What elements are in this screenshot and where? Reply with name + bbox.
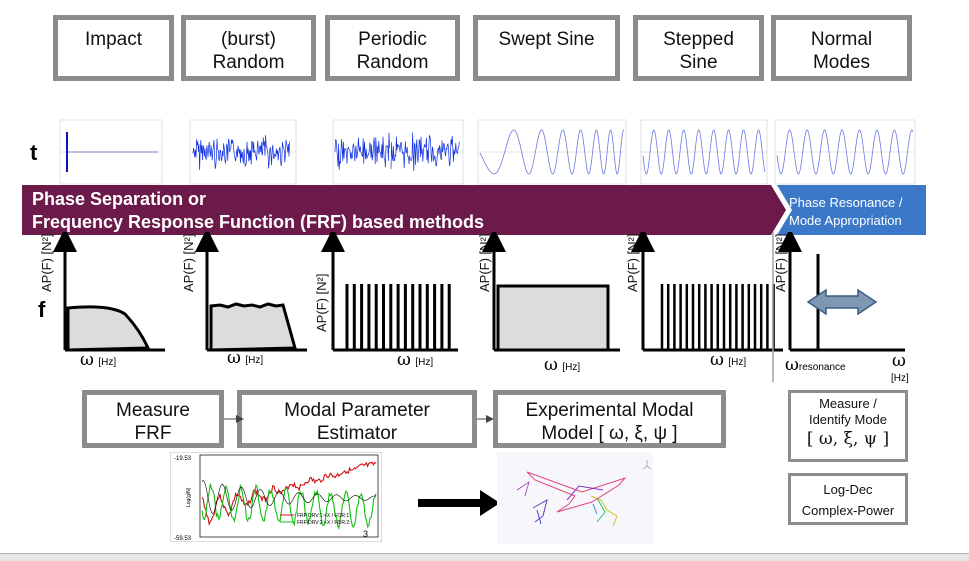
stepped-sine-signal <box>642 129 766 175</box>
excitation-label: Normal <box>810 29 873 50</box>
excitation-label: Random <box>356 52 429 73</box>
double-arrow-icon <box>806 288 878 316</box>
y-axis-label: AP(F) [N²] <box>314 273 329 333</box>
periodic-lines <box>345 284 451 350</box>
normal-mode-signal <box>776 129 914 175</box>
time-signals <box>59 119 916 185</box>
excitation-stepped-sine: Stepped Sine <box>633 15 764 81</box>
x-axis-label: ω [Hz] <box>227 348 264 368</box>
excitation-label: Modes <box>812 52 871 73</box>
box-label: Complex-Power <box>801 503 895 518</box>
box-label: Experimental Modal <box>525 400 694 421</box>
box-label: Identify Mode <box>808 412 888 427</box>
frf-curve-green <box>201 483 377 531</box>
identify-mode-box: Measure / Identify Mode [ ω, ξ, ψ ] <box>788 390 908 462</box>
excitation-label: Swept Sine <box>498 29 595 50</box>
method-banner <box>22 185 926 235</box>
periodic-random-signal-1 <box>334 132 390 170</box>
frf-y-bottom: -59.53 <box>174 536 192 542</box>
x-axis-label: ω [Hz] <box>397 350 434 370</box>
time-row-label: t <box>30 140 38 165</box>
y-axis-label: AP(F) [N²] <box>625 233 640 293</box>
wing-shape <box>526 471 627 513</box>
excitation-label: Stepped <box>663 29 734 50</box>
tail-shape <box>532 498 548 523</box>
arrow-icon <box>236 415 244 423</box>
excitation-periodic-random: Periodic Random <box>325 15 460 81</box>
frf-fit-black <box>201 479 377 515</box>
arrow-icon <box>486 415 494 423</box>
bottom-strip <box>0 553 969 561</box>
box-label: [ ω, ξ, ψ ] <box>806 429 890 449</box>
frf-y-label: Log(g/N) <box>186 487 192 507</box>
swept-sine-signal <box>479 129 625 175</box>
log-dec-box: Log-Dec Complex-Power <box>788 473 908 525</box>
modal-parameter-estimator-box: Modal Parameter Estimator <box>237 390 477 448</box>
swept-spectrum <box>496 284 610 352</box>
experimental-modal-model-box: Experimental Modal Model [ ω, ξ, ψ ] <box>493 390 726 448</box>
banner-line2: Frequency Response Function (FRF) based … <box>32 212 485 232</box>
banner-right-line1: Phase Resonance / <box>789 195 903 210</box>
phase-separation-band <box>22 185 786 235</box>
impact-spectrum <box>66 305 151 352</box>
excitation-label: (burst) <box>221 29 276 50</box>
excitation-normal-modes: Normal Modes <box>771 15 912 81</box>
banner-line1: Phase Separation or <box>32 189 207 209</box>
random-spectrum <box>209 302 297 352</box>
x-axis-label: ω [Hz] <box>710 350 747 370</box>
periodic-random-signal-2 <box>390 132 460 172</box>
excitation-swept-sine: Swept Sine <box>473 15 620 81</box>
x-axis-label-resonance: ωresonance <box>785 355 846 375</box>
process-arrows <box>224 415 494 423</box>
box-label: Modal Parameter <box>284 400 430 421</box>
box-label: Measure / <box>819 396 877 411</box>
mode-shape-view <box>497 452 653 544</box>
box-label: Measure <box>116 400 190 421</box>
excitation-label: Random <box>212 52 285 73</box>
x-axis-unit: [Hz] <box>891 373 909 384</box>
frf-legend-1: FRF DRV:1:+X / FOR:1: <box>297 513 350 519</box>
frf-y-top: -19.53 <box>174 456 192 462</box>
frf-corner-number: 3 <box>363 529 368 539</box>
excitation-burst-random: (burst) Random <box>181 15 316 81</box>
random-signal <box>192 135 290 171</box>
excitation-label: Sine <box>679 52 718 73</box>
x-axis-label: ω <box>892 351 906 371</box>
y-axis-label: AP(F) [N²] <box>773 233 788 293</box>
excitation-impact: Impact <box>53 15 174 81</box>
stepped-lines <box>660 284 775 350</box>
y-axis-label: AP(F) [N²] <box>477 233 492 293</box>
x-axis-label: ω [Hz] <box>80 350 117 370</box>
frequency-row-label: f <box>38 297 46 322</box>
spectrum-plots <box>53 232 905 382</box>
measure-frf-box: Measure FRF <box>82 390 224 448</box>
excitation-label: Periodic <box>358 29 427 50</box>
x-axis-label: ω [Hz] <box>544 355 581 375</box>
box-label: Estimator <box>316 423 398 444</box>
frf-plot: -19.53 -59.53 Log(g/N) FRF DRV:1:+X / FO… <box>170 452 382 542</box>
y-axis-label: AP(F) [N²] <box>181 233 196 293</box>
frf-legend-2: FRF DRV:2:+X / FOR:2: <box>297 520 350 526</box>
banner-right-line2: Mode Appropriation <box>789 213 902 228</box>
box-label: FRF <box>134 423 172 444</box>
phase-resonance-band <box>777 185 926 235</box>
result-arrow-icon <box>418 490 500 516</box>
box-label: Model [ ω, ξ, ψ ] <box>541 423 678 444</box>
box-label: Log-Dec <box>823 482 873 497</box>
y-axis-label: AP(F) [N²] <box>39 233 54 293</box>
excitation-label: Impact <box>84 29 143 50</box>
